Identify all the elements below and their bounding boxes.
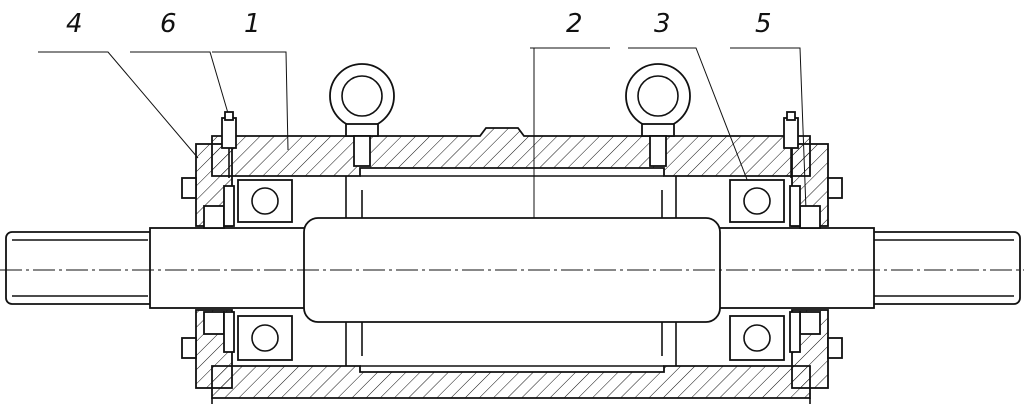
grease-fitting-right <box>783 111 799 178</box>
eye-bolt-right <box>625 63 691 167</box>
callout-2: 2 <box>566 9 583 39</box>
grease-fitting-left <box>221 111 237 178</box>
bearing-right-bottom <box>729 315 785 361</box>
end-bolts <box>181 177 843 359</box>
eye-bolt-left <box>329 63 395 167</box>
bearing-left-bottom <box>237 315 293 361</box>
bearing-left-top <box>237 179 293 223</box>
left-seals <box>203 185 235 353</box>
callout-3: 3 <box>654 9 671 39</box>
right-seals <box>789 185 821 353</box>
callout-1: 1 <box>244 9 261 39</box>
callout-5: 5 <box>755 9 772 39</box>
callout-6: 6 <box>160 9 177 39</box>
roller-drum <box>303 190 721 356</box>
right-shaft-end <box>715 227 1021 309</box>
bearing-right-top <box>729 179 785 223</box>
callout-4: 4 <box>66 9 83 39</box>
left-shaft-end <box>5 227 309 309</box>
